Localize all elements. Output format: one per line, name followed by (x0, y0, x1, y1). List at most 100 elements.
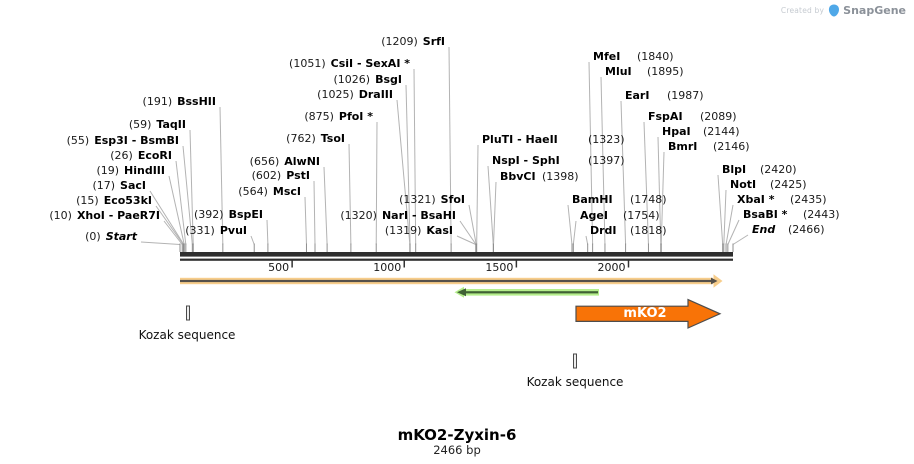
site-position-bamhi: (1748) (630, 193, 667, 206)
site-label-bamhi[interactable]: BamHI (572, 193, 613, 207)
leader-line-bsshii (219, 106, 224, 245)
leader-line-bmri (660, 151, 665, 245)
sequence-bar-top (180, 252, 733, 257)
leader-line-agei (572, 220, 577, 245)
site-position: (19) (96, 164, 120, 177)
site-label-hpai[interactable]: HpaI (662, 125, 691, 139)
leader-line-bsabi (727, 219, 740, 245)
site-label-bmri[interactable]: BmrI (668, 140, 697, 154)
site-label-tsoi[interactable]: (762)TsoI (286, 132, 345, 146)
site-label-hindiii[interactable]: (19)HindIII (96, 164, 165, 178)
leader-line-ecori (175, 160, 187, 245)
site-label-draiii[interactable]: (1025)DraIII (317, 88, 393, 102)
leader-line-tsoi (348, 143, 352, 245)
leader-line-pfoi (375, 121, 378, 245)
kozak-sequence-label-1[interactable]: Kozak sequence (138, 328, 236, 342)
site-name: NspI - SphI (492, 154, 560, 167)
site-position: (564) (238, 185, 268, 198)
leader-line-nspi-sphi (487, 165, 494, 245)
site-label-nari-bsahi[interactable]: (1320)NarI - BsaHI (340, 209, 456, 223)
site-name: XhoI - PaeR7I (76, 209, 160, 222)
site-label-msci[interactable]: (564)MscI (238, 185, 301, 199)
site-name: BlpI (722, 163, 747, 176)
leader-line-alwni (323, 166, 328, 245)
site-label-kasi[interactable]: (1319)KasI (385, 224, 453, 238)
site-position: (602) (251, 169, 282, 182)
leader-line-mfei (588, 61, 594, 245)
site-label-bsshii[interactable]: (191)BssHII (143, 95, 216, 109)
site-label-srfi[interactable]: (1209) SrfI (381, 35, 445, 49)
leader-line-bsgi (405, 84, 411, 245)
site-position: (59) (128, 118, 152, 131)
full-length-arrow-inner-head (711, 277, 718, 285)
mko2-feature-arrow[interactable] (575, 298, 722, 329)
site-label-bspei[interactable]: (392)BspEI (194, 208, 263, 222)
site-label-bbvci[interactable]: BbvCI (500, 170, 536, 184)
site-name: SacI (120, 179, 146, 192)
site-label-sfoi[interactable]: (1321) SfoI (399, 193, 465, 207)
leader-line-blpi (717, 174, 724, 245)
leader-line-esp3i-bsmbi (182, 145, 193, 245)
leader-line-saci (149, 190, 185, 245)
site-name: Esp3I - BsmBI (94, 134, 179, 147)
site-name: BamHI (572, 193, 613, 206)
site-label-psti[interactable]: (602)PstI (252, 169, 310, 183)
site-name: SfoI (440, 193, 465, 206)
site-name: SrfI (422, 35, 445, 48)
site-label-noti[interactable]: NotI (730, 178, 756, 192)
site-label-xbai[interactable]: XbaI * (737, 193, 774, 207)
site-name: TsoI (320, 132, 345, 145)
site-position-xbai: (2435) (790, 193, 827, 206)
site-label-alwni[interactable]: (656) AlwNI (250, 155, 320, 169)
site-label-esp3i-bsmbi[interactable]: (55) Esp3I - BsmBI (67, 134, 179, 148)
site-position: (55) (66, 134, 90, 147)
site-name: HpaI (662, 125, 691, 138)
leader-line-hpai (657, 136, 662, 245)
site-label-eco53ki[interactable]: (15)Eco53kI (76, 194, 152, 208)
site-label-nspi-sphi[interactable]: NspI - SphI (492, 154, 560, 168)
site-position: (1321) (399, 193, 436, 206)
site-label-pluti-haeii[interactable]: PluTI - HaeII (482, 133, 558, 147)
kozak-sequence-label-2[interactable]: Kozak sequence (526, 375, 624, 389)
site-label-pvui[interactable]: (331)PvuI (185, 224, 247, 238)
site-label-taqii[interactable]: (59)TaqII (129, 118, 186, 132)
site-label-start[interactable]: (0)Start (85, 230, 137, 244)
site-name: FspAI (648, 110, 683, 123)
site-label-csii-sexai[interactable]: (1051)CsiI - SexAI * (289, 57, 410, 71)
site-position-mlui: (1895) (647, 65, 684, 78)
site-label-mlui[interactable]: MluI (605, 65, 632, 79)
site-label-eari[interactable]: EarI (625, 89, 649, 103)
site-position-mfei: (1840) (637, 50, 674, 63)
leader-line-psti (313, 180, 316, 245)
site-label-bsgi[interactable]: (1026)BsgI (334, 73, 402, 87)
site-position: (392) (193, 208, 224, 221)
site-position: (875) (304, 110, 334, 123)
full-length-arrow-head[interactable] (713, 274, 723, 288)
site-label-fspai[interactable]: FspAI (648, 110, 683, 124)
leader-line-kasi (456, 235, 476, 245)
leader-line-bamhi (567, 204, 573, 245)
site-name: BbvCI (500, 170, 536, 183)
site-label-mfei[interactable]: MfeI (593, 50, 620, 64)
site-label-ecori[interactable]: (26)EcoRI (110, 149, 172, 163)
kozak-marker-2[interactable] (573, 353, 577, 369)
site-label-agei[interactable]: AgeI (580, 209, 608, 223)
site-label-end[interactable]: End (752, 223, 775, 237)
site-name: BmrI (668, 140, 698, 153)
site-name: AlwNI (284, 155, 320, 168)
mko2-feature-label[interactable]: mKO2 (623, 306, 667, 321)
site-label-blpi[interactable]: BlpI (722, 163, 746, 177)
site-position-noti: (2425) (770, 178, 807, 191)
site-label-bsabi[interactable]: BsaBI * (743, 208, 787, 222)
site-position: (656) (249, 155, 280, 168)
site-label-xhoi-paer7i[interactable]: (10)XhoI - PaeR7I (49, 209, 160, 223)
leader-line-srfi (448, 46, 452, 245)
site-position: (1025) (317, 88, 354, 101)
site-position: (1209) (381, 35, 418, 48)
site-label-saci[interactable]: (17)SacI (92, 179, 146, 193)
site-label-drdi[interactable]: DrdI (590, 224, 617, 238)
site-label-pfoi[interactable]: (875)PfoI * (304, 110, 373, 124)
kozak-marker-1[interactable] (186, 305, 190, 321)
ruler-number-2000: 2000 (597, 261, 626, 274)
